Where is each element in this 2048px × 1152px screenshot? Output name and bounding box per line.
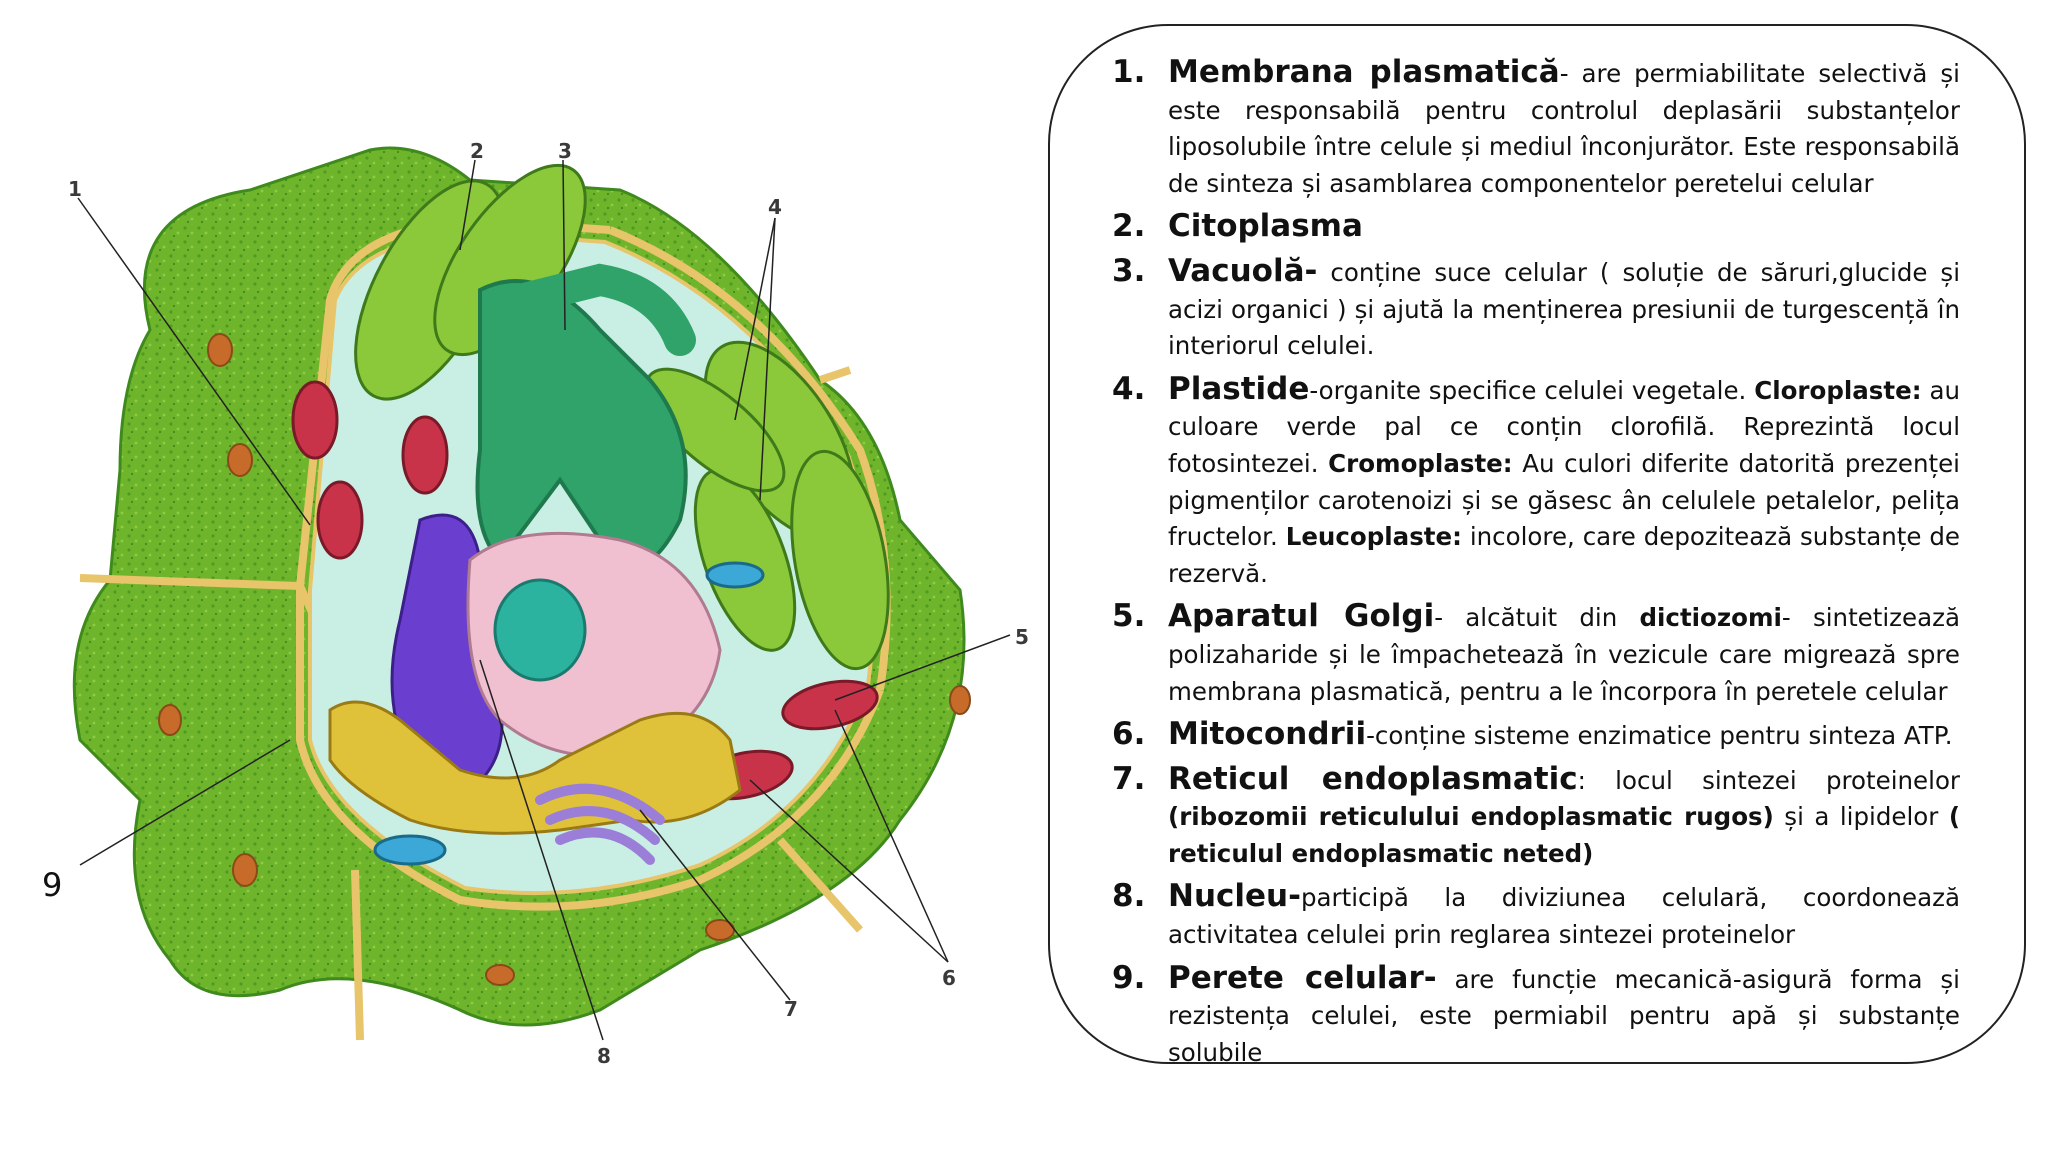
desc-golgi-a: - alcătuit din [1434, 603, 1640, 633]
legend-item-plastide: 4. Plastide-organite specifice celulei v… [1108, 371, 1960, 593]
term-vacuola: Vacuolă- [1168, 252, 1318, 289]
item-number: 2. [1112, 208, 1146, 245]
label-3: 3 [558, 139, 572, 163]
desc-mitocondrii: -conține sisteme enzimatice pentru sinte… [1366, 721, 1953, 751]
desc-membrana: - are permiabilitate selectivă și este r… [1168, 59, 1960, 198]
legend-item-citoplasma: 2. Citoplasma [1108, 208, 1960, 247]
label-9: 9 [42, 866, 62, 904]
chloroplasts [354, 163, 890, 671]
label-5: 5 [1015, 625, 1029, 649]
golgi-apparatus [535, 783, 665, 865]
legend-list: 1. Membrana plasmatică- are permiabilita… [1108, 54, 1960, 1077]
wall-seam [818, 366, 852, 384]
desc-vacuola: conține suce celular ( soluție de săruri… [1168, 257, 1960, 361]
legend-item-mitocondrii: 6. Mitocondrii-conține sisteme enzimatic… [1108, 716, 1960, 755]
subterm-reticul-neted: ( reticulul endoplasmatic neted) [1168, 802, 1961, 868]
term-aparatul-golgi: Aparatul Golgi [1168, 598, 1435, 635]
subterm-cloroplaste: Cloroplaste: [1754, 375, 1922, 405]
subterm-leucoplaste: Leucoplaste: [1285, 522, 1462, 552]
nucleolus [493, 578, 587, 682]
desc-plastide-c: Au culori diferite datorită prezenței pi… [1168, 448, 1960, 552]
subterm-dictiozomi: dictiozomi [1639, 603, 1782, 633]
legend-item-golgi: 5. Aparatul Golgi- alcătuit din dictiozo… [1108, 598, 1960, 710]
term-reticul-endoplasmatic: Reticul endoplasmatic [1168, 760, 1578, 797]
legend-item-nucleu: 8. Nucleu-participă la diviziunea celula… [1108, 878, 1960, 953]
label-2: 2 [470, 139, 484, 163]
label-4: 4 [768, 195, 782, 219]
item-number: 4. [1112, 370, 1146, 407]
leader-lines [77, 159, 1011, 1041]
wall-seam [777, 837, 863, 933]
item-number: 1. [1112, 54, 1146, 90]
label-6: 6 [942, 966, 956, 990]
desc-plastide-a: -organite specifice celulei vegetale. [1309, 375, 1755, 405]
term-perete-celular: Perete celular- [1168, 959, 1437, 996]
desc-plastide-d: incolore, care depozitează substanțe de … [1168, 522, 1960, 588]
legend-box [1048, 24, 2026, 1064]
legend-item-membrana: 1. Membrana plasmatică- are permiabilita… [1108, 54, 1960, 202]
desc-reticul-a: : locul sintezei proteinelor [1577, 765, 1961, 795]
desc-golgi-b: - sintetizează polizaharide și le împach… [1168, 603, 1960, 706]
desc-plastide-b: au culoare verde pal ce conțin clorofilă… [1168, 375, 1960, 478]
vacuole-tube [504, 263, 696, 356]
plant-cell-diagram: 1 2 3 4 5 6 7 8 9 [42, 139, 1029, 1068]
wall-seam [351, 869, 364, 1041]
term-plastide: Plastide [1168, 370, 1310, 407]
desc-reticul-b: și a lipidelor [1773, 802, 1949, 832]
item-number: 8. [1112, 878, 1146, 915]
legend-item-vacuola: 3. Vacuolă- conține suce celular ( soluț… [1108, 253, 1960, 365]
term-mitocondrii: Mitocondrii [1168, 716, 1367, 753]
item-number: 7. [1112, 760, 1146, 797]
term-nucleu: Nucleu- [1168, 878, 1301, 915]
small-vacuole [373, 834, 447, 866]
legend-item-reticul: 7. Reticul endoplasmatic: locul sintezei… [1108, 761, 1960, 873]
item-number: 9. [1112, 959, 1146, 996]
wall-seam [296, 586, 884, 911]
item-number: 6. [1112, 716, 1146, 753]
desc-perete: are funcție mecanică-asigură forma și re… [1168, 964, 1960, 1067]
label-8: 8 [597, 1044, 611, 1068]
subterm-ribozomii: (ribozomii reticulului endoplasmatic rug… [1168, 802, 1774, 832]
desc-nucleu: participă la diviziunea celulară, coordo… [1168, 883, 1960, 950]
label-1: 1 [68, 177, 82, 201]
subterm-cromoplaste: Cromoplaste: [1328, 448, 1513, 478]
small-vacuole [705, 561, 765, 589]
item-number: 3. [1112, 252, 1146, 289]
term-membrana-plasmatica: Membrana plasmatică [1168, 54, 1560, 90]
label-7: 7 [784, 997, 798, 1021]
wall-pits [158, 333, 971, 986]
item-number: 5. [1112, 598, 1146, 635]
legend-item-perete: 9. Perete celular- are funcție mecanică-… [1108, 960, 1960, 1072]
term-citoplasma: Citoplasma [1168, 208, 1363, 245]
